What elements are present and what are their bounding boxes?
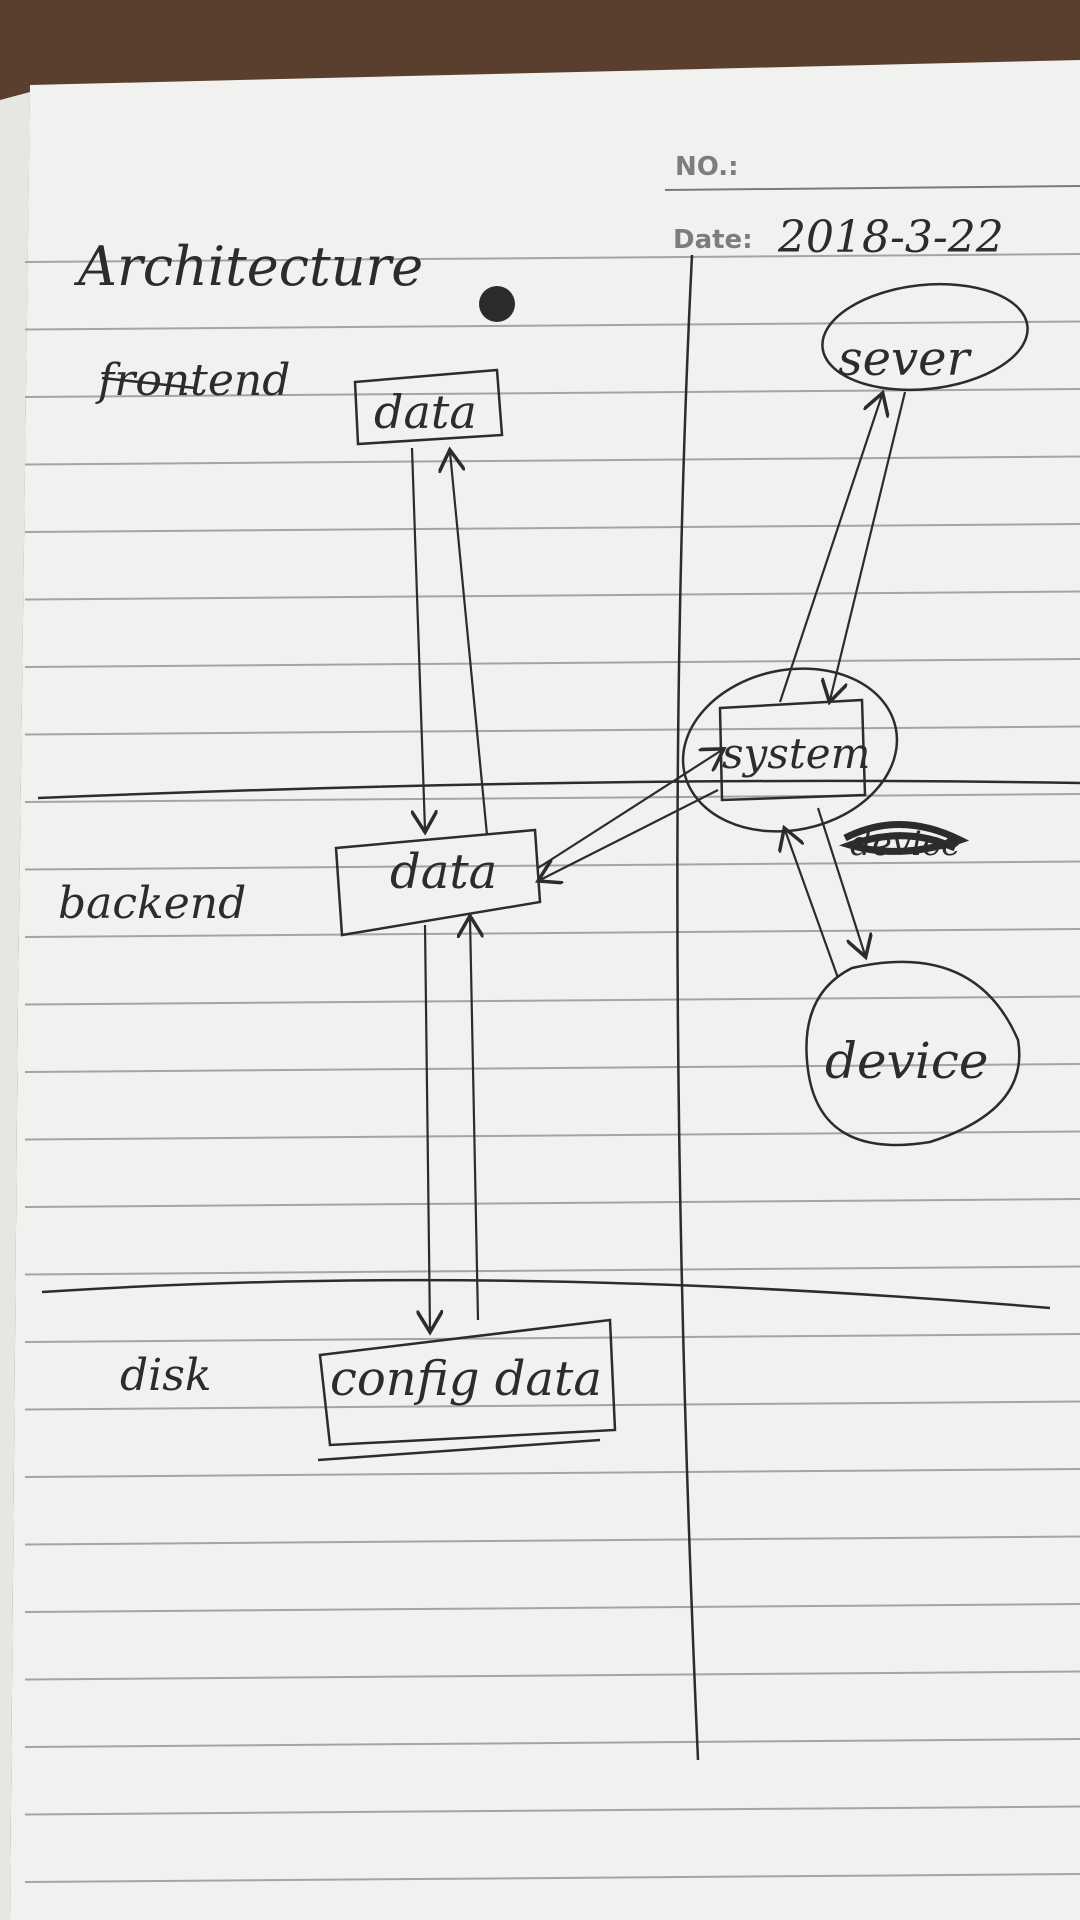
notebook-page: [10, 60, 1080, 1920]
arrow-disk-to-backend: [470, 918, 478, 1321]
ruled-line: [24, 1063, 1080, 1073]
layer-separator-backend-disk: [41, 1278, 1051, 1310]
layer-label-disk: disk: [120, 1350, 211, 1401]
ruled-line: [24, 1670, 1080, 1681]
ink-blot: [479, 286, 515, 322]
ruled-line: [24, 1468, 1080, 1478]
arrow-backend-to-disk: [425, 924, 430, 1330]
ruled-line: [24, 793, 1080, 803]
backend-data-node: data: [334, 828, 542, 937]
frontend-data-label: data: [374, 385, 477, 439]
arrow-device-to-system: [785, 830, 840, 979]
ruled-line: [24, 658, 1080, 668]
ruled-line: [24, 523, 1080, 533]
diagram-title: Architecture: [73, 235, 423, 298]
ruled-line: [24, 1265, 1080, 1276]
frontend-strike: [101, 376, 196, 390]
arrow-frontend-to-backend: [410, 447, 425, 830]
ruled-line: [24, 590, 1080, 601]
ruled-line: [24, 1130, 1080, 1141]
struck-out-word: device: [838, 821, 970, 864]
ruled-line: [24, 1603, 1080, 1613]
ruled-line: [24, 1535, 1080, 1546]
system-node: system: [681, 667, 899, 833]
system-label: system: [722, 729, 870, 778]
arrow-system-to-server: [778, 395, 882, 703]
arrows: [410, 391, 907, 1330]
server-node: sever: [821, 282, 1029, 392]
ruled-line: [24, 455, 1080, 466]
date-value: 2018-3-22: [777, 212, 1004, 263]
arrow-server-to-system: [830, 391, 907, 700]
ruled-line: [24, 1198, 1080, 1208]
ruled-line: [24, 1400, 1080, 1411]
ruled-line: [24, 928, 1080, 938]
ruled-line: [24, 253, 1080, 263]
arrow-system-to-backend: [540, 789, 719, 880]
server-label: sever: [838, 331, 973, 387]
page-edge-left: [0, 92, 30, 1920]
disk-config-label: config data: [330, 1351, 602, 1407]
ruled-line: [24, 320, 1080, 331]
arrow-backend-to-frontend: [450, 452, 489, 836]
backend-data-label: data: [390, 844, 497, 900]
ruled-line: [24, 1738, 1080, 1748]
device-node: device: [805, 960, 1021, 1147]
layer-label-backend: backend: [58, 878, 246, 929]
device-label: device: [825, 1032, 988, 1090]
disk-config-node: config data: [317, 1318, 617, 1462]
arrow-backend-to-system: [537, 750, 722, 869]
arrow-system-to-device: [816, 807, 865, 955]
ruled-line: [24, 1805, 1080, 1816]
layer-separator-frontend-backend: [37, 779, 1080, 800]
ruled-line: [24, 1333, 1080, 1343]
vertical-divider: [676, 254, 700, 1761]
no-underline: [664, 185, 1080, 191]
date-label: Date:: [673, 225, 753, 255]
ruled-line: [24, 995, 1080, 1006]
ruled-line: [24, 1873, 1080, 1883]
ruled-line: [24, 725, 1080, 736]
frontend-data-node: data: [353, 368, 504, 446]
no-label: NO.:: [675, 152, 739, 182]
